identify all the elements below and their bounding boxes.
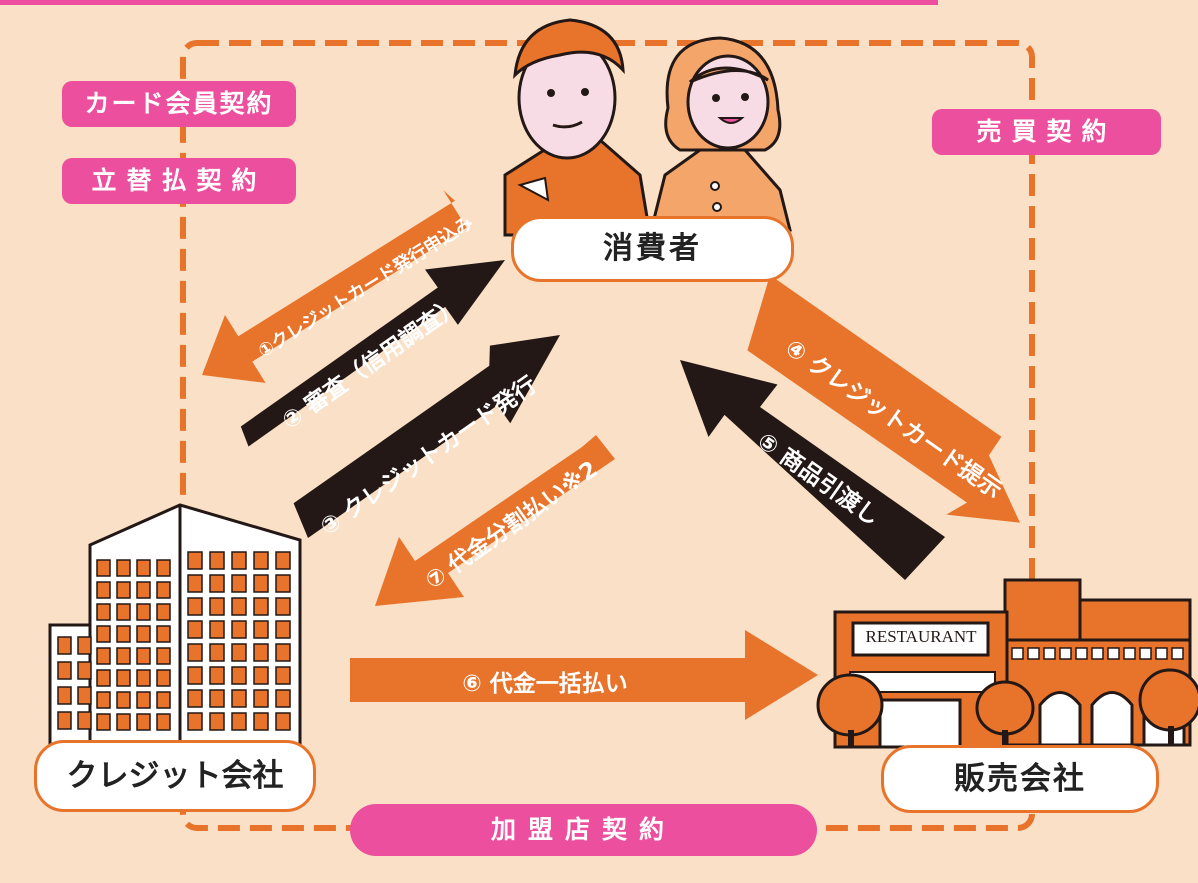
sales-contract-tag: 売買契約 — [932, 109, 1161, 155]
arrow-step-6 — [350, 630, 818, 720]
credit-company-node: クレジット会社 — [34, 740, 316, 812]
arrow-step-7 — [375, 435, 615, 606]
restaurant-sign: RESTAURANT — [865, 627, 977, 646]
restaurant-store-icon — [816, 578, 1198, 749]
merchant-contract-tag: 加盟店契約 — [350, 804, 817, 856]
arrow-step-5 — [680, 360, 945, 580]
top-accent-line — [0, 0, 938, 5]
arrow-step-4 — [747, 275, 1020, 523]
people-icon — [503, 18, 792, 237]
advance-payment-contract-tag: 立替払契約 — [62, 158, 296, 204]
seller-node: 販売会社 — [881, 745, 1159, 813]
office-building-icon — [48, 503, 302, 747]
card-member-contract-tag: カード会員契約 — [62, 81, 296, 127]
arrow-step-1 — [202, 190, 467, 383]
arrow-step-2 — [240, 260, 506, 447]
consumer-node: 消費者 — [511, 216, 794, 282]
step-6-label: ⑥ 代金一括払い — [462, 671, 628, 697]
arrow-step-3 — [293, 335, 560, 538]
